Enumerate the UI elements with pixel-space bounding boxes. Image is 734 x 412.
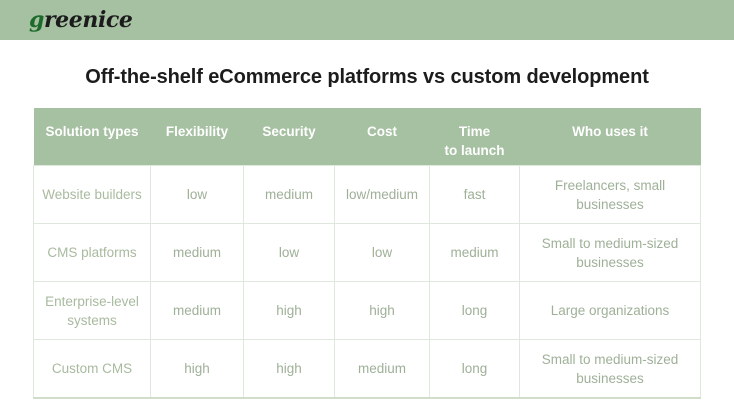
column-header-security: Security bbox=[243, 108, 335, 166]
cell-flexibility: medium bbox=[150, 281, 244, 340]
logo-letter-g: g bbox=[29, 7, 44, 33]
cell-solution: CMS platforms bbox=[33, 223, 151, 282]
cell-security: medium bbox=[243, 165, 335, 224]
logo-text-rest: reenice bbox=[43, 7, 133, 33]
cell-flexibility: high bbox=[150, 339, 244, 399]
table-header: Solution types Flexibility Security Cost… bbox=[33, 108, 701, 166]
cell-solution: Enterprise-level systems bbox=[33, 281, 151, 340]
column-header-sublabel: to launch bbox=[444, 143, 505, 158]
cell-time: long bbox=[429, 339, 520, 399]
column-header-cost: Cost bbox=[334, 108, 430, 166]
cell-security: high bbox=[243, 281, 335, 340]
cell-solution: Website builders bbox=[33, 165, 151, 224]
cell-time: fast bbox=[429, 165, 520, 224]
table-body: Website builders low medium low/medium f… bbox=[33, 165, 701, 399]
column-header-label: Flexibility bbox=[165, 124, 229, 139]
column-header-label: Solution types bbox=[45, 124, 139, 139]
table-row: Enterprise-level systems medium high hig… bbox=[33, 281, 701, 340]
cell-cost: high bbox=[334, 281, 430, 340]
column-header-time-to-launch: Time to launch bbox=[429, 108, 520, 166]
cell-solution: Custom CMS bbox=[33, 339, 151, 399]
table-row: Website builders low medium low/medium f… bbox=[33, 165, 701, 224]
cell-flexibility: medium bbox=[150, 223, 244, 282]
column-header-label: Time bbox=[458, 124, 491, 139]
cell-flexibility: low bbox=[150, 165, 244, 224]
table-row: CMS platforms medium low low medium Smal… bbox=[33, 223, 701, 282]
brand-logo[interactable]: greenice bbox=[29, 7, 133, 33]
cell-cost: low/medium bbox=[334, 165, 430, 224]
cell-who: Small to medium-sized businesses bbox=[519, 339, 701, 399]
column-header-who-uses-it: Who uses it bbox=[519, 108, 701, 166]
column-header-label: Who uses it bbox=[572, 124, 648, 139]
table-header-row: Solution types Flexibility Security Cost… bbox=[33, 108, 701, 166]
top-banner: greenice bbox=[0, 0, 734, 40]
cell-cost: medium bbox=[334, 339, 430, 399]
cell-security: high bbox=[243, 339, 335, 399]
cell-security: low bbox=[243, 223, 335, 282]
column-header-label: Security bbox=[262, 124, 316, 139]
comparison-table: Solution types Flexibility Security Cost… bbox=[33, 108, 701, 399]
comparison-table-container: Solution types Flexibility Security Cost… bbox=[33, 108, 701, 399]
cell-who: Large organizations bbox=[519, 281, 701, 340]
table-row: Custom CMS high high medium long Small t… bbox=[33, 339, 701, 399]
cell-who: Small to medium-sized businesses bbox=[519, 223, 701, 282]
column-header-label: Cost bbox=[367, 124, 397, 139]
cell-time: medium bbox=[429, 223, 520, 282]
page-title: Off-the-shelf eCommerce platforms vs cus… bbox=[85, 66, 649, 88]
column-header-flexibility: Flexibility bbox=[150, 108, 244, 166]
cell-time: long bbox=[429, 281, 520, 340]
cell-cost: low bbox=[334, 223, 430, 282]
column-header-solution-types: Solution types bbox=[33, 108, 151, 166]
cell-who: Freelancers, small businesses bbox=[519, 165, 701, 224]
